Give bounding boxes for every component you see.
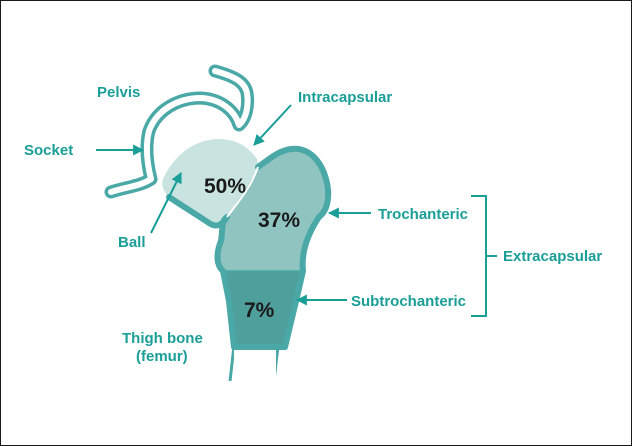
pct-subtrochanteric: 7%	[244, 299, 275, 322]
label-femur: (femur)	[136, 348, 188, 365]
pct-trochanteric: 37%	[258, 209, 300, 232]
label-socket: Socket	[24, 142, 73, 159]
label-ball: Ball	[118, 234, 146, 251]
label-intracapsular: Intracapsular	[298, 89, 392, 106]
label-subtrochanteric: Subtrochanteric	[351, 293, 466, 310]
label-thigh-bone: Thigh bone	[122, 330, 203, 347]
bracket-icon	[471, 196, 497, 316]
shaft-fill	[234, 345, 276, 381]
label-extracapsular: Extracapsular	[503, 248, 602, 265]
pct-intracapsular: 50%	[204, 175, 246, 198]
label-pelvis: Pelvis	[97, 84, 140, 101]
label-trochanteric: Trochanteric	[378, 206, 468, 223]
arrow-icon-intracapsular	[254, 105, 291, 145]
